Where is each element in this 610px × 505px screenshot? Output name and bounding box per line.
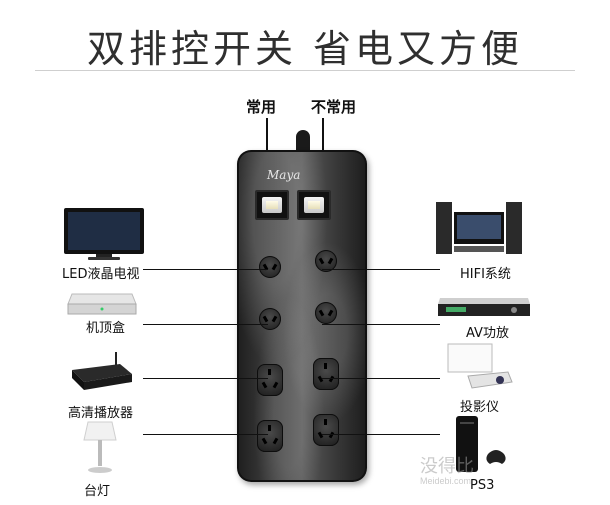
device-label-lamp: 台灯 — [84, 484, 111, 499]
outlet-6 — [313, 358, 339, 390]
projector-icon — [447, 343, 513, 389]
device-label-ps3: PS3 — [470, 478, 495, 493]
tv-icon — [64, 208, 144, 260]
outlet-3 — [259, 308, 281, 330]
title-divider — [35, 70, 575, 71]
switch-common[interactable] — [255, 190, 289, 220]
leader-av-amp — [322, 324, 440, 325]
switch-label-common: 常用 — [246, 98, 277, 116]
leader-media-player — [143, 378, 268, 379]
device-label-media-player: 高清播放器 — [68, 406, 134, 421]
page-title: 双排控开关 省电又方便 — [86, 27, 524, 71]
outlet-7 — [257, 420, 283, 452]
leader-set-top-box — [143, 324, 268, 325]
power-strip: Maya — [237, 150, 367, 482]
switch-uncommon[interactable] — [297, 190, 331, 220]
leader-tv — [143, 269, 268, 270]
hifi-icon — [436, 202, 522, 254]
leader-lamp — [143, 434, 268, 435]
outlet-2 — [315, 250, 337, 272]
lamp-icon — [83, 421, 117, 473]
leader-projector — [322, 378, 440, 379]
ps3-console-icon — [456, 416, 506, 472]
leader-ps3 — [322, 434, 440, 435]
set-top-box-icon — [67, 293, 137, 315]
device-label-hifi: HIFI系统 — [460, 267, 511, 282]
device-label-tv: LED液晶电视 — [62, 267, 140, 282]
leader-hifi — [322, 269, 440, 270]
media-player-icon — [72, 352, 132, 390]
outlet-8 — [313, 414, 339, 446]
device-label-av-amp: AV功放 — [466, 326, 509, 341]
device-label-projector: 投影仪 — [460, 400, 500, 415]
brand-logo: Maya — [267, 168, 301, 182]
watermark: 没得比 — [420, 456, 474, 477]
av-amplifier-icon — [438, 298, 530, 316]
watermark-sub: Meidebi.com — [420, 476, 472, 486]
outlet-1 — [259, 256, 281, 278]
outlet-4 — [315, 302, 337, 324]
switch-label-uncommon: 不常用 — [311, 98, 357, 116]
device-label-set-top-box: 机顶盒 — [86, 321, 126, 336]
outlet-5 — [257, 364, 283, 396]
